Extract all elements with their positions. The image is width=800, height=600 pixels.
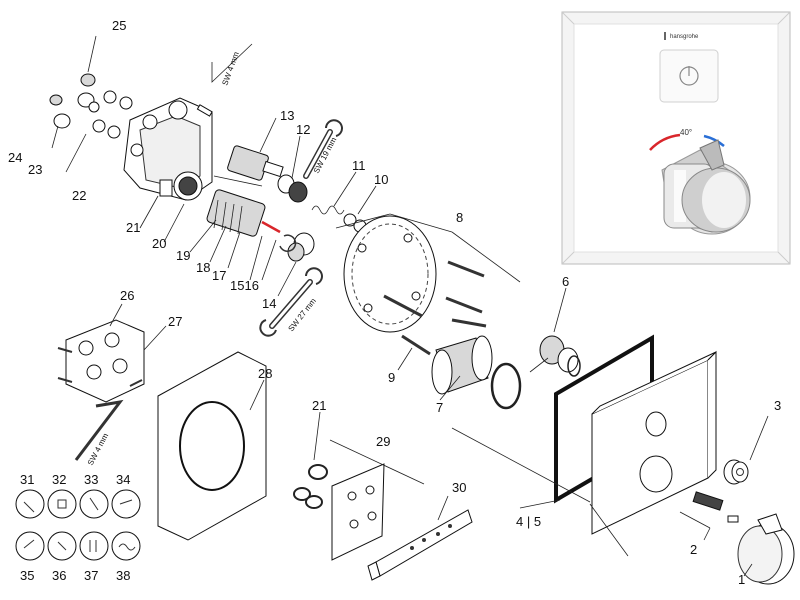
label-36: 36 bbox=[52, 568, 66, 583]
spring-11 bbox=[311, 171, 377, 233]
label-21b: 21 bbox=[312, 398, 326, 413]
cover-plate-5 bbox=[451, 350, 717, 557]
label-8: 8 bbox=[456, 210, 463, 225]
label-28: 28 bbox=[258, 366, 272, 381]
label-24: 24 bbox=[8, 150, 22, 165]
body-jet-icon bbox=[119, 499, 133, 505]
label-9: 9 bbox=[388, 370, 395, 385]
label-35: 35 bbox=[20, 568, 34, 583]
label-2: 2 bbox=[690, 542, 697, 557]
label-34: 34 bbox=[116, 472, 130, 487]
hex-key-top: SW 4 mm bbox=[211, 43, 253, 87]
sleeve-7 bbox=[431, 335, 522, 410]
tub-spout-icon bbox=[23, 539, 35, 549]
product-photo: hansgrohe 40° bbox=[561, 11, 791, 265]
label-38: 38 bbox=[116, 568, 130, 583]
handle-knob-1 bbox=[737, 513, 795, 585]
label-29: 29 bbox=[376, 434, 390, 449]
small-screw bbox=[196, 104, 213, 117]
rain-icon bbox=[57, 541, 67, 551]
side-shower-icon bbox=[89, 540, 97, 552]
function-button-34 bbox=[111, 489, 141, 519]
label-17: 17 bbox=[212, 268, 226, 283]
wave-icon bbox=[118, 543, 136, 551]
spindle-2 bbox=[679, 491, 739, 541]
shower-head-icon bbox=[23, 501, 35, 513]
label-21a: 21 bbox=[126, 220, 140, 235]
thermostat-knob bbox=[661, 139, 751, 235]
mixer-housing bbox=[123, 97, 213, 243]
label-13: 13 bbox=[280, 108, 294, 123]
function-button-38 bbox=[111, 531, 141, 561]
mounting-template-30 bbox=[367, 495, 473, 581]
function-button-33 bbox=[79, 489, 109, 519]
power-button bbox=[659, 49, 719, 103]
label-22: 22 bbox=[72, 188, 86, 203]
label-26: 26 bbox=[120, 288, 134, 303]
function-button-32 bbox=[47, 489, 77, 519]
nut-14 bbox=[277, 232, 315, 297]
temperature-value: 40° bbox=[680, 128, 692, 137]
trim-frame-28 bbox=[157, 351, 267, 541]
label-6: 6 bbox=[562, 274, 569, 289]
power-icon bbox=[679, 66, 699, 86]
label-25: 25 bbox=[112, 18, 126, 33]
label-14: 14 bbox=[262, 296, 276, 311]
label-11: 11 bbox=[352, 158, 366, 173]
part-25-caps bbox=[49, 35, 133, 173]
power-icon bbox=[736, 468, 744, 476]
function-buttons-31-38 bbox=[15, 489, 141, 561]
adapter-6 bbox=[529, 287, 581, 377]
screw-set-8 bbox=[383, 260, 487, 371]
label-18: 18 bbox=[196, 260, 210, 275]
label-23: 23 bbox=[28, 162, 42, 177]
push-button-3 bbox=[723, 415, 769, 485]
wall-flange bbox=[335, 213, 521, 333]
label-31: 31 bbox=[20, 472, 34, 487]
thermostat-cartridge bbox=[189, 189, 281, 281]
hot-indicator bbox=[649, 133, 681, 151]
cold-indicator bbox=[703, 134, 725, 147]
label-20: 20 bbox=[152, 236, 166, 251]
hex-key-bottom-label: SW 4 mm bbox=[86, 431, 111, 467]
overhead-shower-icon bbox=[57, 499, 67, 509]
nut-12 bbox=[277, 135, 308, 203]
function-button-31 bbox=[15, 489, 45, 519]
wrench-19: SW 19 mm bbox=[303, 119, 343, 179]
label-3: 3 bbox=[774, 398, 781, 413]
function-button-35 bbox=[15, 531, 45, 561]
label-19: 19 bbox=[176, 248, 190, 263]
mounting-bracket-29 bbox=[329, 439, 425, 561]
function-button-36 bbox=[47, 531, 77, 561]
o-rings-21 bbox=[293, 411, 328, 509]
label-27: 27 bbox=[168, 314, 182, 329]
function-button-37 bbox=[79, 531, 109, 561]
label-1: 1 bbox=[738, 572, 745, 587]
label-30: 30 bbox=[452, 480, 466, 495]
hex-key-top-label: SW 4 mm bbox=[220, 50, 241, 86]
brand-logo: hansgrohe bbox=[670, 34, 699, 40]
label-4-5: 4 | 5 bbox=[516, 514, 541, 529]
label-10: 10 bbox=[374, 172, 388, 187]
label-7: 7 bbox=[436, 400, 443, 415]
valve-insert bbox=[213, 117, 284, 187]
label-37: 37 bbox=[84, 568, 98, 583]
label-15-16: 1516 bbox=[230, 278, 259, 293]
label-33: 33 bbox=[84, 472, 98, 487]
part-labels: 25 24 23 22 21 20 19 18 17 1516 13 12 11… bbox=[8, 18, 781, 587]
label-32: 32 bbox=[52, 472, 66, 487]
label-12: 12 bbox=[296, 122, 310, 137]
rough-in-box-26 bbox=[57, 303, 167, 403]
hex-key-bottom: SW 4 mm bbox=[74, 399, 124, 467]
hand-shower-icon bbox=[89, 497, 99, 511]
